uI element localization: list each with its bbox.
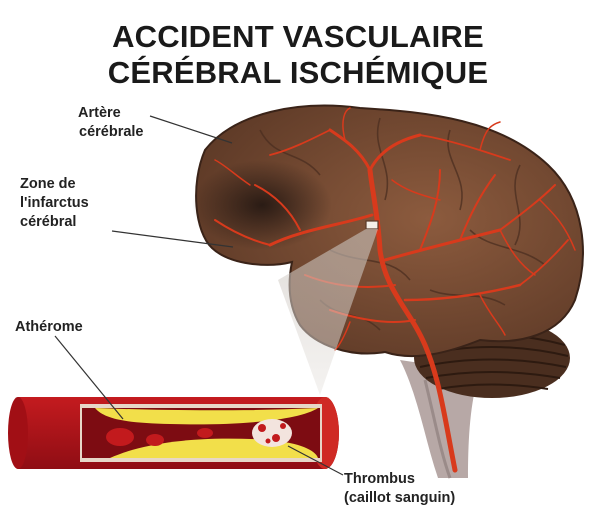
artery-cross-section (8, 397, 339, 469)
label-infarct: Zone de l'infarctus cérébral (20, 175, 89, 232)
label-artery: Artère cérébrale (78, 104, 144, 142)
zoom-marker (366, 221, 378, 229)
label-thrombus: Thrombus (caillot sanguin) (344, 470, 455, 508)
label-atheroma: Athérome (15, 318, 83, 337)
leader-artery (150, 116, 232, 143)
thrombus (252, 419, 292, 447)
